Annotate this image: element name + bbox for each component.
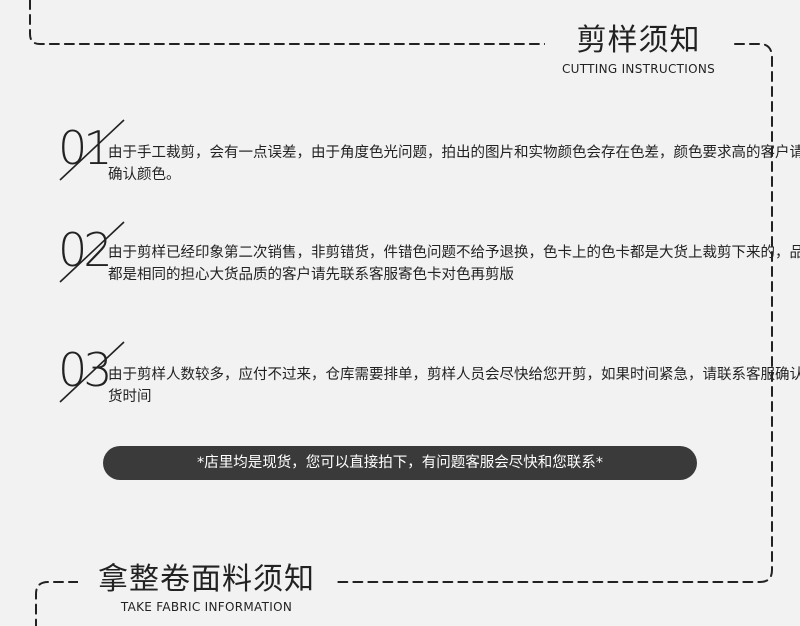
- slash-stroke-icon: [59, 221, 125, 283]
- item-number: 02: [58, 223, 113, 277]
- item-number-badge: 02: [56, 220, 126, 284]
- heading-title-cn: 拿整卷面料须知: [98, 562, 315, 597]
- item-number: 01: [58, 121, 113, 175]
- heading-title-en: TAKE FABRIC INFORMATION: [120, 600, 293, 614]
- item-text: 由于剪样人数较多，应付不过来，仓库需要排单，剪样人员会尽快给您开剪，如果时间紧急…: [108, 367, 800, 405]
- heading-title-cn: 剪样须知: [576, 23, 701, 58]
- stock-notice-banner: *店里均是现货，您可以直接拍下，有问题客服会尽快和您联系*: [103, 446, 697, 480]
- slash-stroke-icon: [59, 119, 125, 181]
- item-text: 由于剪样已经印象第二次销售，非剪错货，件错色问题不给予退换，色卡上的色卡都是大货…: [108, 245, 800, 283]
- slash-stroke-icon: [59, 341, 125, 403]
- item-number-badge: 01: [56, 118, 126, 182]
- cutting-instructions-heading: 剪样须知 CUTTING INSTRUCTIONS: [545, 22, 732, 76]
- item-text: 由于手工裁剪，会有一点误差，由于角度色光问题，拍出的图片和实物颜色会存在色差，颜…: [108, 145, 800, 183]
- item-number-badge: 03: [56, 340, 126, 404]
- item-number: 03: [58, 343, 113, 397]
- heading-title-en: CUTTING INSTRUCTIONS: [561, 62, 716, 76]
- take-fabric-heading: 拿整卷面料须知 TAKE FABRIC INFORMATION: [78, 562, 335, 614]
